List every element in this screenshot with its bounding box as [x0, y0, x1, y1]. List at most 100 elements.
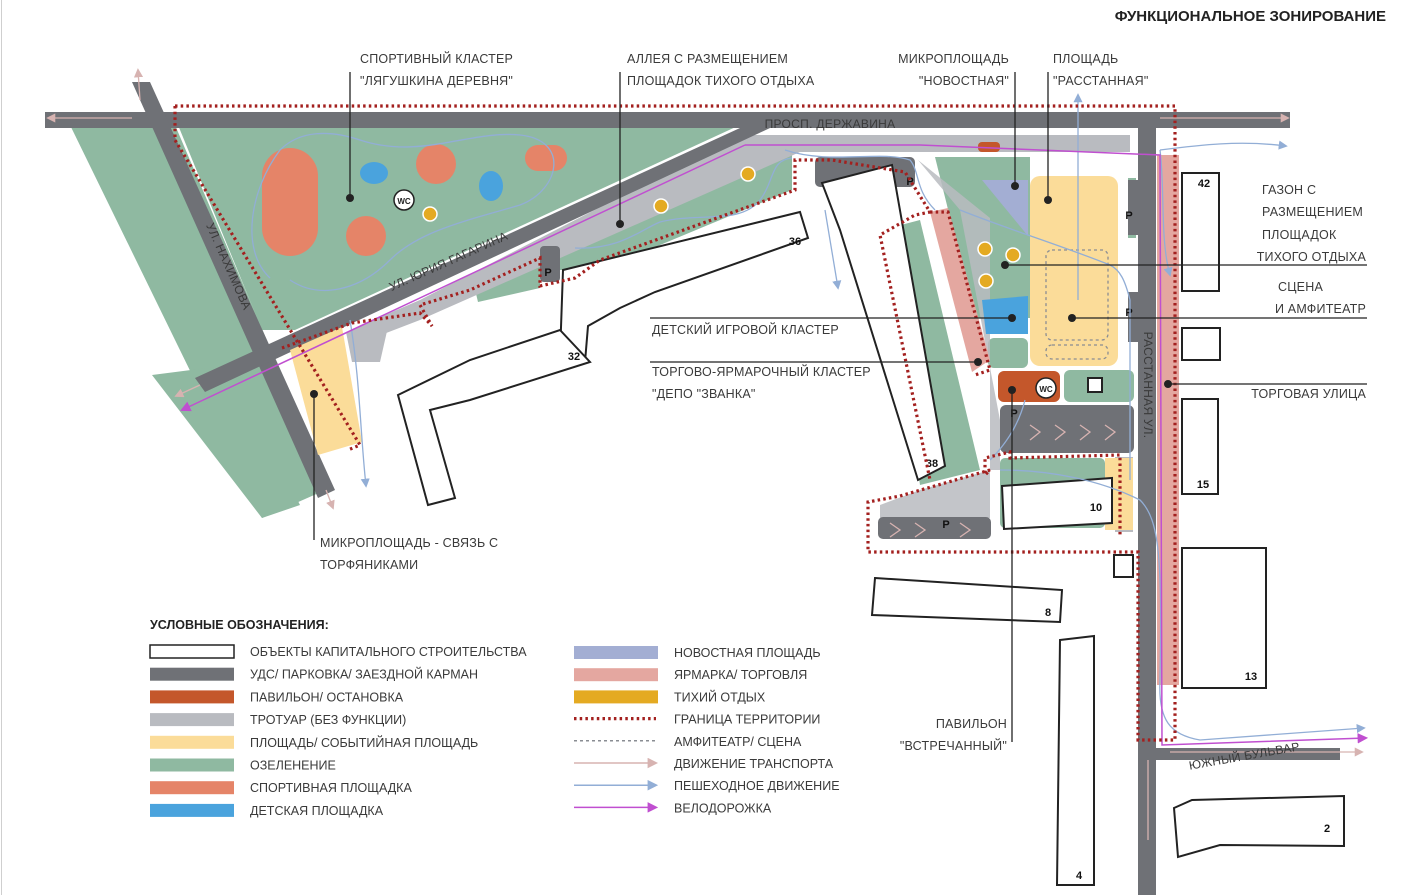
svg-text:15: 15	[1197, 479, 1209, 491]
building-4	[1055, 634, 1095, 886]
legend-item: ТРОТУАР (БЕЗ ФУНКЦИИ)	[150, 713, 406, 727]
legend-swatch	[150, 758, 234, 772]
legend-label: ВЕЛОДОРОЖКА	[674, 801, 772, 815]
svg-text:ТОРФЯНИКАМИ: ТОРФЯНИКАМИ	[320, 558, 418, 572]
road-rasstannaya	[1138, 120, 1156, 895]
wc-icon	[1035, 377, 1057, 399]
building-2	[1172, 794, 1345, 859]
legend-label: НОВОСТНАЯ ПЛОЩАДЬ	[674, 646, 821, 660]
legend-label: ДВИЖЕНИЕ ТРАНСПОРТА	[674, 757, 834, 771]
pedestrian-movement	[251, 93, 1366, 741]
sport-court-2	[416, 144, 456, 184]
building-32	[396, 328, 592, 507]
legend-label: СПОРТИВНАЯ ПЛОЩАДКА	[250, 781, 412, 795]
legend-label: ПАВИЛЬОН/ ОСТАНОВКА	[250, 690, 404, 704]
label-fair-cluster: ТОРГОВО-ЯРМАРОЧНЫЙ КЛАСТЕР	[652, 364, 871, 379]
parking-label: P	[942, 519, 949, 531]
legend-item: УДС/ ПАРКОВКА/ ЗАЕЗДНОЙ КАРМАН	[150, 667, 478, 682]
label-pavilion-meet: ПАВИЛЬОН	[936, 717, 1007, 731]
news-square-area	[982, 180, 1028, 236]
legend-label: ЯРМАРКА/ ТОРГОВЛЯ	[674, 668, 807, 682]
kids-playground-depot	[982, 296, 1028, 334]
sidewalk-gagarina	[350, 135, 930, 345]
svg-text:"НОВОСТНАЯ": "НОВОСТНАЯ"	[919, 74, 1009, 88]
road-derzhavina	[45, 112, 1160, 128]
svg-text:WC: WC	[1039, 385, 1053, 394]
legend-label: ТРОТУАР (БЕЗ ФУНКЦИИ)	[250, 713, 406, 727]
green-nakhimova-west	[70, 125, 330, 518]
legend-item: НОВОСТНАЯ ПЛОЩАДЬ	[574, 646, 821, 660]
sidewalk-depot	[880, 160, 1000, 518]
legend-item: ДВИЖЕНИЕ ТРАНСПОРТА	[574, 757, 834, 771]
legend-swatch	[149, 644, 235, 659]
territory-boundary	[173, 104, 1177, 742]
page-title: ФУНКЦИОНАЛЬНОЕ ЗОНИРОВАНИЕ	[1115, 8, 1386, 25]
road-network	[45, 82, 1340, 895]
legend-title: УСЛОВНЫЕ ОБОЗНАЧЕНИЯ:	[150, 618, 329, 632]
sport-court-1	[346, 216, 386, 256]
svg-text:ПЛОЩАДОК: ПЛОЩАДОК	[1262, 228, 1337, 242]
capital-buildings	[396, 163, 1345, 886]
amphitheatre-outline	[1045, 249, 1109, 341]
fair-strip-depot	[930, 208, 990, 372]
green-alley	[560, 155, 792, 270]
legend-swatch	[150, 713, 234, 727]
svg-text:36: 36	[789, 236, 801, 248]
building-42	[1181, 172, 1220, 292]
svg-text:32: 32	[568, 351, 580, 363]
legend-label: ДЕТСКАЯ ПЛОЩАДКА	[250, 804, 384, 818]
callout-dots	[310, 182, 1172, 398]
legend-label: ТИХИЙ ОТДЫХ	[674, 689, 766, 704]
label-sport-cluster: СПОРТИВНЫЙ КЛАСТЕР	[360, 51, 513, 66]
legend-item: СПОРТИВНАЯ ПЛОЩАДКА	[150, 781, 412, 795]
svg-text:И АМФИТЕАТР: И АМФИТЕАТР	[1275, 302, 1366, 316]
svg-text:"ДЕПО "ЗВАНКА": "ДЕПО "ЗВАНКА"	[652, 387, 756, 401]
label-rasstannaya-square: ПЛОЩАДЬ	[1053, 52, 1118, 66]
road-yuzhny	[1156, 748, 1340, 760]
label-news-square: МИКРОПЛОЩАДЬ	[898, 52, 1009, 66]
svg-text:"ВСТРЕЧАННЫЙ": "ВСТРЕЧАННЫЙ"	[900, 738, 1007, 753]
parking-label: P	[1125, 210, 1132, 222]
svg-text:4: 4	[1076, 870, 1083, 882]
callout-leaders	[313, 72, 1367, 742]
legend-swatch	[150, 781, 234, 795]
legend-item: ПАВИЛЬОН/ ОСТАНОВКА	[150, 690, 404, 704]
wc-markers: WC WC	[393, 189, 1057, 399]
svg-text:"ЛЯГУШКИНА ДЕРЕВНЯ": "ЛЯГУШКИНА ДЕРЕВНЯ"	[360, 74, 513, 88]
stage-building	[1087, 377, 1103, 393]
svg-text:РАЗМЕЩЕНИЕМ: РАЗМЕЩЕНИЕМ	[1262, 205, 1363, 219]
legend-item: ЯРМАРКА/ ТОРГОВЛЯ	[574, 668, 807, 682]
label-torfyaniki: МИКРОПЛОЩАДЬ - СВЯЗЬ С	[320, 536, 498, 550]
green-sport-park	[178, 125, 740, 330]
bike-lane	[180, 144, 1369, 746]
parking-label: P	[544, 267, 551, 279]
sidewalk-gagarina-corner	[346, 318, 390, 362]
legend-label: ОЗЕЛЕНЕНИЕ	[250, 759, 336, 773]
legend-item: ВЕЛОДОРОЖКА	[574, 801, 772, 815]
svg-text:ТИХОГО ОТДЫХА: ТИХОГО ОТДЫХА	[1257, 250, 1367, 264]
building-8	[870, 576, 1064, 624]
building-numbers: 36 32 38 42 15 10 8 13 4 2	[568, 178, 1330, 882]
legend-item: ПЛОЩАДЬ/ СОБЫТИЙНАЯ ПЛОЩАДЬ	[150, 735, 478, 750]
legend-swatch	[150, 690, 234, 704]
callout-labels: СПОРТИВНЫЙ КЛАСТЕР "ЛЯГУШКИНА ДЕРЕВНЯ" А…	[320, 51, 1366, 753]
svg-text:10: 10	[1090, 502, 1102, 514]
road-nakhimova	[132, 82, 335, 498]
kids-playground-1	[360, 162, 388, 184]
legend-label: АМФИТЕАТР/ СЦЕНА	[674, 735, 802, 749]
legend-label: ПЛОЩАДЬ/ СОБЫТИЙНАЯ ПЛОЩАДЬ	[250, 735, 478, 750]
square-rasstannaya	[1030, 176, 1118, 366]
parking-label: P	[906, 176, 913, 188]
parking-depot	[1000, 405, 1134, 453]
road-label-derzhavina: ПРОСП. ДЕРЖАВИНА	[765, 117, 896, 131]
legend-swatch	[150, 803, 234, 817]
svg-text:13: 13	[1245, 671, 1257, 683]
sport-cluster	[262, 144, 567, 256]
legend-swatch	[150, 667, 234, 681]
legend: УСЛОВНЫЕ ОБОЗНАЧЕНИЯ: ОБЪЕКТЫ КАПИТАЛЬНО…	[149, 618, 840, 818]
road-label-rasstannaya: РАССТАННАЯ УЛ.	[1141, 332, 1155, 439]
building-10	[1000, 476, 1113, 531]
legend-label: ПЕШЕХОДНОЕ ДВИЖЕНИЕ	[674, 779, 840, 793]
label-stage: СЦЕНА	[1278, 280, 1323, 294]
svg-text:"РАССТАННАЯ": "РАССТАННАЯ"	[1053, 74, 1148, 88]
